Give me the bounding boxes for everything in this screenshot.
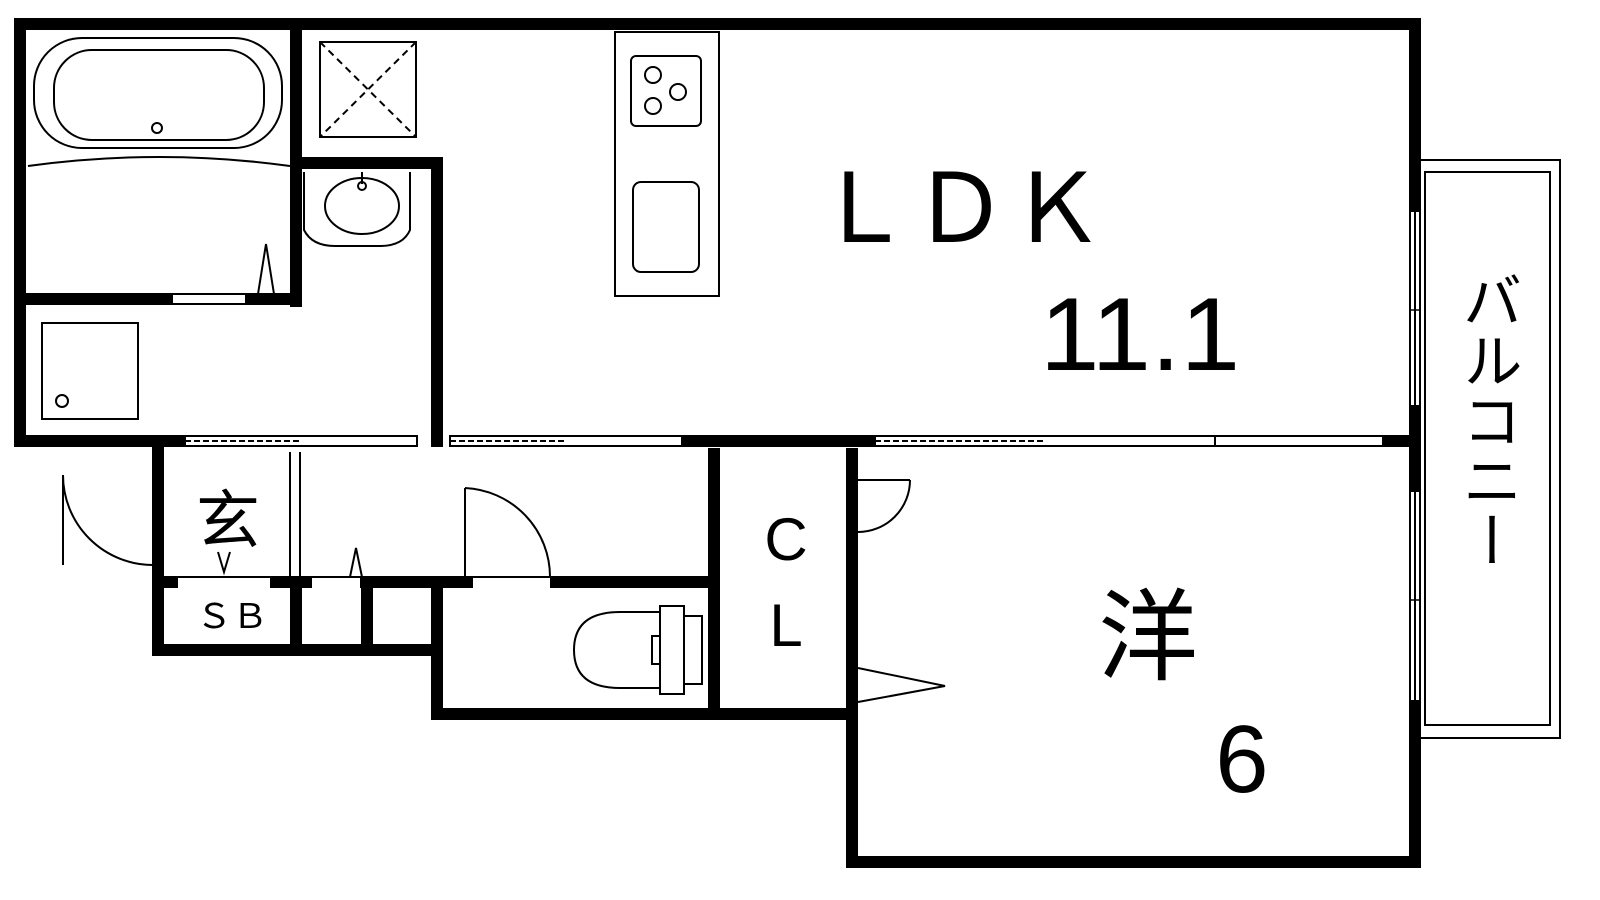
door-swings xyxy=(62,243,946,703)
ldk-size: 11.1 xyxy=(1040,277,1240,393)
toilet xyxy=(572,605,703,695)
balcony-label: バルコニー xyxy=(1452,270,1522,570)
closet-label-l: L xyxy=(769,592,802,659)
washing-machine-space xyxy=(41,322,139,420)
shoe-box-label: ＳＢ xyxy=(196,598,268,636)
western-room-label: 洋 xyxy=(1098,579,1198,696)
entrance-label: 玄 xyxy=(196,485,260,559)
ldk-label: ＬＤＫ xyxy=(815,156,1105,263)
western-room-size: 6 xyxy=(1215,706,1268,813)
labels: ＬＤＫ 11.1 洋 6 C L 玄 ＳＢ バルコニー xyxy=(196,156,1522,813)
bathtub xyxy=(27,37,291,167)
kitchen-counter xyxy=(614,31,720,297)
closet-label-c: C xyxy=(764,506,807,573)
walls xyxy=(14,18,1421,868)
sliding-doors xyxy=(152,212,1421,700)
refrigerator-space xyxy=(319,41,417,138)
wash-basin xyxy=(303,172,411,247)
